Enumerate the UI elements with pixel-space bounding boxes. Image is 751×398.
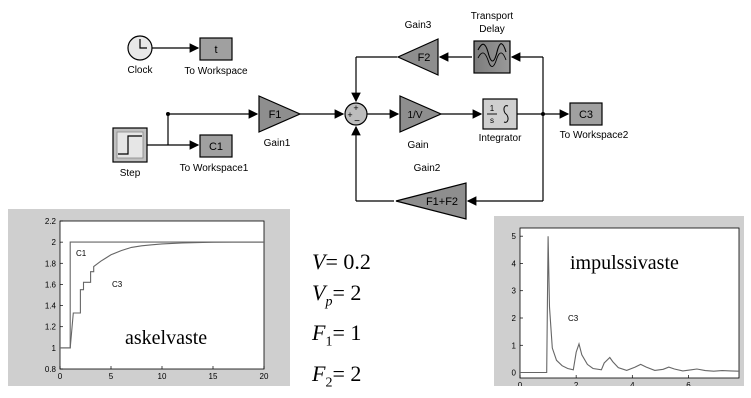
x-tick-label: 10 [158,372,167,381]
impulse-chart-title: impulssivaste [570,252,679,274]
integrator-denominator: s [490,116,494,125]
step-label: Step [120,168,141,179]
clock-block[interactable] [127,35,153,61]
gain3-label: Gain3 [405,20,432,31]
gain-value: 1/V [407,110,422,121]
x-tick-label: 4 [630,381,635,386]
to-workspace1-value: C1 [209,141,223,153]
transport-delay-block[interactable] [473,40,511,74]
integrator-label: Integrator [479,133,522,144]
integrator-block[interactable] [482,98,518,130]
x-tick-label: 6 [686,381,691,386]
step-response-plot: 0 5 10 15 20 0.8 1 1.2 1.4 1.6 1.8 2 2.2 C1 C3 askel… [8,209,290,386]
param-v: V= 0.2 [312,249,371,274]
step-series-c3-label: C3 [112,280,123,289]
x-tick-label: 20 [260,372,269,381]
impulse-series-c3-label: C3 [568,314,579,323]
step-series-c1-label: C1 [76,249,87,258]
y-tick-label: 2.2 [45,217,57,226]
y-tick-label: 1.4 [45,302,57,311]
step-chart-title: askelvaste [125,327,207,349]
to-workspace2-label: To Workspace2 [560,130,629,141]
y-tick-label: 0.8 [45,365,57,374]
transport-delay-label-2: Delay [479,24,505,35]
integrator-numerator: 1 [490,104,495,113]
step-block[interactable] [112,127,148,163]
y-tick-label: 2 [52,238,57,247]
sum-minus: − [354,116,360,127]
gain2-value: F1+F2 [426,196,458,208]
y-tick-label: 4 [512,259,517,268]
gain3-value: F2 [418,52,431,64]
series-line-c3 [60,241,264,349]
sum-plus-left: + [347,110,352,120]
impulse-response-plot: 0 2 4 6 0 1 2 3 4 5 impulssivaste C3 [494,216,744,386]
to-workspace1-label: To Workspace1 [180,163,249,174]
gain-block[interactable] [399,95,443,133]
gain2-label: Gain2 [414,163,441,174]
y-tick-label: 1 [52,344,57,353]
sum-plus-top: + [353,103,358,113]
to-workspace-label: To Workspace [184,66,248,77]
to-workspace-block[interactable] [199,37,233,61]
y-tick-label: 1.8 [45,259,57,268]
x-tick-label: 0 [518,381,523,386]
y-tick-label: 5 [512,232,517,241]
gain3-block[interactable] [396,38,439,76]
y-tick-label: 1.6 [45,280,57,289]
gain1-block[interactable] [258,95,302,133]
x-tick-label: 0 [58,372,63,381]
y-tick-label: 0 [512,369,517,378]
param-f2: F2= 2 [312,360,362,391]
to-workspace2-block[interactable] [569,102,603,126]
to-workspace2-value: C3 [579,109,593,121]
gain2-block[interactable] [395,182,467,220]
to-workspace1-block[interactable] [199,134,233,158]
x-tick-label: 5 [109,372,114,381]
gain1-label: Gain1 [264,138,291,149]
to-workspace-value: t [214,44,217,56]
param-vp: Vp= 2 [312,280,362,310]
parameter-list: V= 0.2 Vp= 2 F1= 1 F2= 2 [312,246,371,398]
x-tick-label: 2 [574,381,579,386]
gain1-value: F1 [269,109,282,121]
gain-label: Gain [407,140,428,151]
param-f1: F1= 1 [312,320,362,350]
y-tick-label: 1 [512,341,517,350]
y-tick-label: 2 [512,314,517,323]
transport-delay-label-1: Transport [471,11,514,22]
x-tick-label: 15 [209,372,218,381]
series-line-c3 [520,236,740,374]
clock-label: Clock [127,65,153,76]
y-tick-label: 3 [512,287,517,296]
y-tick-label: 1.2 [45,323,57,332]
